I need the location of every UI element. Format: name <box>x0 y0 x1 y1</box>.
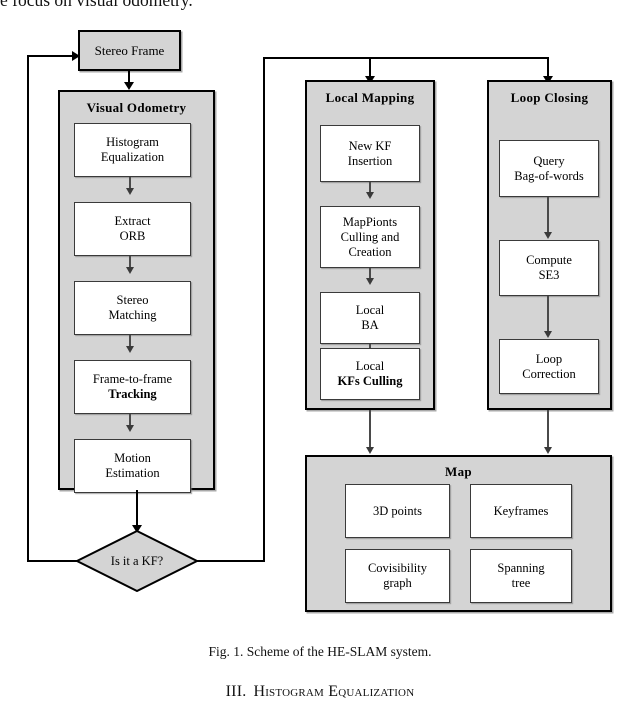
node-line-1: Frame-to-frame <box>92 372 173 386</box>
node-line-1: Spanning <box>497 561 545 575</box>
node-line-2: tree <box>511 576 531 590</box>
arrowhead-loop-closing-to-map <box>543 447 552 454</box>
connector-tracking-to-motion <box>129 414 131 429</box>
node-line-1: Loop <box>535 351 563 366</box>
node-line-2: graph <box>383 576 412 590</box>
connector-he-to-orb <box>129 177 131 192</box>
node-compute-se3[interactable]: Compute SE3 <box>499 240 599 296</box>
panel-title-map: Map <box>445 464 472 479</box>
connector-kf-to-left <box>27 560 101 562</box>
node-line-1: 3D points <box>373 503 422 518</box>
node-line-1: Motion <box>114 451 151 465</box>
node-motion-estimation[interactable]: Motion Estimation <box>74 439 191 493</box>
connector-stereo-to-vo <box>128 71 130 87</box>
node-line-2: Insertion <box>347 153 393 168</box>
connector-orb-to-stereo-matching <box>129 256 131 271</box>
arrowhead-to-mappoints <box>365 192 374 199</box>
node-extract-orb[interactable]: Extract ORB <box>74 202 191 256</box>
node-line-1: Covisibility <box>367 561 428 575</box>
node-line-2: ORB <box>119 229 146 243</box>
node-local-kfs-culling[interactable]: Local KFs Culling <box>320 348 420 400</box>
connector-left-to-stereo-frame <box>27 55 77 57</box>
node-local-ba[interactable]: Local BA <box>320 292 420 344</box>
body-text-line: e focus on visual odometry. <box>0 0 193 10</box>
arrowhead-local-mapping-to-map <box>365 447 374 454</box>
arrowhead-to-extract-orb <box>125 188 134 195</box>
node-line-2: Correction <box>522 366 576 381</box>
arrowhead-into-kf-decision <box>132 525 142 533</box>
arrowhead-to-stereo-matching <box>125 267 134 274</box>
panel-title-visual-odometry: Visual Odometry <box>86 100 187 115</box>
node-stereo-matching[interactable]: Stereo Matching <box>74 281 191 335</box>
node-line-2: BA <box>361 318 379 332</box>
section-title: Histogram Equalization <box>253 683 415 700</box>
section-heading: III. Histogram Equalization <box>0 683 640 701</box>
node-line-2: Culling and <box>340 229 400 244</box>
connector-bow-to-computese3 <box>547 197 549 237</box>
connector-loop-closing-to-map <box>547 410 549 452</box>
arrowhead-to-motion-estimation <box>125 425 134 432</box>
node-line-2: Matching <box>108 308 157 322</box>
arrowhead-to-compute-se3 <box>543 232 552 239</box>
section-number: III. <box>225 683 247 700</box>
node-line-2: KFs Culling <box>337 374 403 388</box>
node-line-3: Creation <box>348 244 392 259</box>
connector-top-bus <box>263 57 549 59</box>
arrowhead-into-visual-odometry <box>124 82 134 90</box>
node-line-1: Local <box>355 359 385 373</box>
connector-local-mapping-to-map <box>369 410 371 452</box>
node-line-2: Equalization <box>100 150 165 164</box>
stereo-frame-node[interactable]: Stereo Frame <box>78 30 181 71</box>
stereo-frame-label: Stereo Frame <box>94 42 165 58</box>
node-line-1: Compute <box>526 253 572 267</box>
node-line-1: Stereo <box>116 293 149 307</box>
connector-mappoints-to-localba <box>369 268 371 282</box>
node-mappoints-culling-creation[interactable]: MapPionts Culling and Creation <box>320 206 420 268</box>
node-line-1: MapPionts <box>342 214 398 229</box>
connector-bus-to-local-mapping <box>369 57 371 80</box>
node-line-1: Keyframes <box>493 503 549 518</box>
arrowhead-to-frame-tracking <box>125 346 134 353</box>
panel-title-local-mapping: Local Mapping <box>325 90 415 105</box>
connector-se3-to-loopcorrection <box>547 296 549 336</box>
arrowhead-to-loop-correction <box>543 331 552 338</box>
connector-kf-to-right <box>187 560 265 562</box>
connector-vo-to-kf-decision <box>136 490 138 531</box>
decision-is-it-a-kf[interactable]: Is it a KF? <box>76 530 198 592</box>
node-histogram-equalization[interactable]: Histogram Equalization <box>74 123 191 177</box>
figure-caption: Fig. 1. Scheme of the HE-SLAM system. <box>208 644 432 659</box>
connector-left-riser <box>27 55 29 562</box>
arrowhead-to-local-ba <box>365 278 374 285</box>
decision-label: Is it a KF? <box>110 553 164 568</box>
node-line-1: Extract <box>114 214 151 228</box>
panel-title-loop-closing: Loop Closing <box>510 90 589 105</box>
node-line-2: Bag-of-words <box>514 168 584 183</box>
node-covisibility-graph[interactable]: Covisibility graph <box>345 549 450 603</box>
node-line-2: Estimation <box>105 466 160 480</box>
node-line-1: New KF <box>348 138 392 153</box>
node-line-2: SE3 <box>538 268 560 282</box>
node-line-1: Local <box>355 303 385 317</box>
connector-right-riser <box>263 57 265 562</box>
node-spanning-tree[interactable]: Spanning tree <box>470 549 572 603</box>
node-line-1: Query <box>533 153 565 168</box>
node-line-2: Tracking <box>108 387 157 401</box>
node-frame-to-frame-tracking[interactable]: Frame-to-frame Tracking <box>74 360 191 414</box>
node-loop-correction[interactable]: Loop Correction <box>499 339 599 394</box>
connector-newkf-to-mappoints <box>369 182 371 196</box>
node-query-bag-of-words[interactable]: Query Bag-of-words <box>499 140 599 197</box>
diamond-shape <box>76 530 198 592</box>
arrowhead-into-stereo-frame <box>72 51 80 61</box>
connector-bus-to-loop-closing <box>547 57 549 80</box>
node-new-kf-insertion[interactable]: New KF Insertion <box>320 125 420 182</box>
node-keyframes[interactable]: Keyframes <box>470 484 572 538</box>
node-3d-points[interactable]: 3D points <box>345 484 450 538</box>
connector-sm-to-tracking <box>129 335 131 350</box>
node-line-1: Histogram <box>106 135 159 149</box>
